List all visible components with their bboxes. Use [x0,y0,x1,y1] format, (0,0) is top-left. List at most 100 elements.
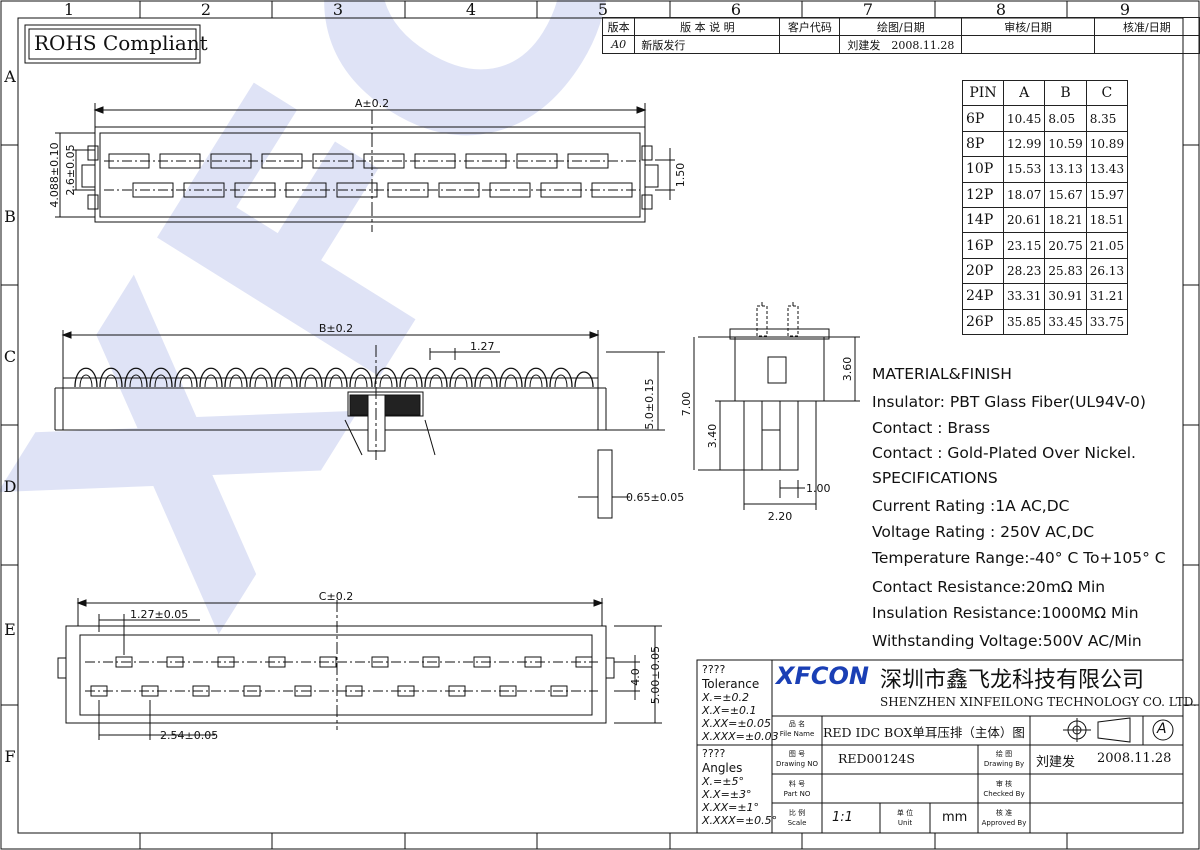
file-name: RED IDC BOX单耳压排（主体）图 [823,725,1025,740]
pin-c: 13.43 [1085,156,1129,183]
drawn-by-label-en: Drawing By [983,760,1025,768]
col-label: 5 [598,0,608,19]
pin-a: 28.23 [1002,257,1046,285]
dim-body-height: 5.0±0.15 [643,378,656,429]
unit-label-en: Unit [897,819,913,827]
pin-header: PIN [962,79,1004,107]
pin-a: 15.53 [1002,156,1046,183]
pin-count: 6P [962,105,1004,132]
scale-label-en: Scale [787,819,807,827]
dim-row-pitch-pcb: 2.54±0.05 [160,729,218,742]
title-block-lines [696,659,1184,834]
part-no-label-cn: 料 号 [788,780,806,788]
file-name-label-en: File Name [779,730,815,738]
row-label: D [4,477,17,496]
dim-height-total: 4.088±0.10 [48,142,61,207]
spec-contact-material: Contact : Brass [872,419,991,437]
rev-cell: 刘建发 2008.11.28 [839,35,963,54]
pin-count: 26P [962,308,1004,335]
pin-a: 35.85 [1002,308,1046,335]
pin-count: 14P [962,206,1004,234]
pin-a: 20.61 [1002,206,1046,234]
checked-by-label-cn: 审 核 [995,780,1013,788]
pin-a: 23.15 [1002,232,1046,259]
drawn-by-label-cn: 绘 图 [995,750,1013,758]
front-view [54,330,665,519]
col-label: 9 [1120,0,1130,19]
dim-c: C±0.2 [319,590,353,603]
pin-header: A [1002,79,1046,107]
pin-c: 26.13 [1085,257,1129,285]
checked-by-label-en: Checked By [983,790,1025,798]
dim-pin-length: 3.40 [706,424,719,449]
angle-1: X.=±5° [702,775,744,788]
dim-pin-thickness: 1.00 [806,482,831,495]
file-name-label-cn: 品 名 [788,720,806,728]
row-label: F [4,747,15,766]
tolerance-4: X.XXX=±0.03 [702,730,779,743]
drawing-no: RED00124S [838,751,915,766]
specifications-title: SPECIFICATIONS [872,469,998,487]
dim-pcb-row: 4.0 [629,668,642,686]
pin-header: C [1085,79,1129,107]
material-title: MATERIAL&FINISH [872,365,1012,383]
drawing-no-label-en: Drawing NO [775,760,819,768]
spec-current: Current Rating :1A AC,DC [872,497,1070,515]
top-view [55,103,675,232]
angle-2: X.X=±3° [702,788,752,801]
drawing-no-label-cn: 图 号 [788,750,806,758]
approved-by-label-en: Approved By [981,819,1027,827]
dim-total-height: 7.00 [680,392,693,417]
pin-count: 12P [962,181,1004,208]
pin-b: 20.75 [1044,232,1087,259]
tolerance-title: Tolerance [702,677,760,691]
col-label: 2 [201,0,211,19]
col-label: 1 [64,0,74,19]
pin-c: 8.35 [1085,105,1129,132]
dim-row-pitch: 1.50 [674,163,687,188]
rev-header: 版本 [601,17,636,36]
row-label: C [4,347,16,366]
row-label: E [4,620,16,639]
dim-row-gap: 2.6±0.05 [64,144,77,195]
row-label: B [4,207,16,226]
pin-c: 31.21 [1085,283,1129,310]
angles-heading-cn: ???? [702,747,726,760]
spec-withstanding-voltage: Withstanding Voltage:500V AC/Min [872,632,1142,650]
tolerance-3: X.XX=±0.05 [702,717,772,730]
pin-header: B [1044,79,1087,107]
rev-cell: 新版发行 [634,35,781,54]
pin-b: 25.83 [1044,257,1087,285]
col-label: 6 [731,0,741,19]
scale-label-cn: 比 例 [788,809,806,817]
pin-b: 33.45 [1044,308,1087,335]
rev-cell [961,35,1095,54]
pin-c: 21.05 [1085,232,1129,259]
rev-header: 绘图/日期 [839,17,963,36]
revision-table: 版本 版 本 说 明 客户代码 绘图/日期 审核/日期 核准/日期 A0 新版发… [601,17,1200,54]
part-no-label-en: Part NO [783,790,811,798]
rev-header: 客户代码 [779,17,841,36]
angle-3: X.XX=±1° [702,801,760,814]
pin-count: 10P [962,156,1004,183]
pin-a: 18.07 [1002,181,1046,208]
col-label: 3 [333,0,343,19]
drawn-by: 刘建发 [1036,755,1076,770]
dim-a: A±0.2 [355,97,389,110]
spec-contact-plating: Contact : Gold-Plated Over Nickel. [872,444,1136,462]
tolerance-1: X.=±0.2 [702,691,749,704]
rev-header: 审核/日期 [961,17,1095,36]
pin-b: 15.67 [1044,181,1087,208]
spec-contact-resistance: Contact Resistance:20mΩ Min [872,578,1106,596]
approved-by-label-cn: 核 准 [995,809,1013,817]
pin-c: 33.75 [1085,308,1129,335]
pin-count: 8P [962,130,1004,158]
spec-voltage: Voltage Rating : 250V AC,DC [872,523,1095,541]
company-logo: XFCON [776,662,869,690]
dim-base-width: 2.20 [768,510,793,523]
dim-b: B±0.2 [319,322,353,335]
pin-c: 15.97 [1085,181,1129,208]
rev-cell [1093,35,1200,54]
col-label: 7 [863,0,873,19]
